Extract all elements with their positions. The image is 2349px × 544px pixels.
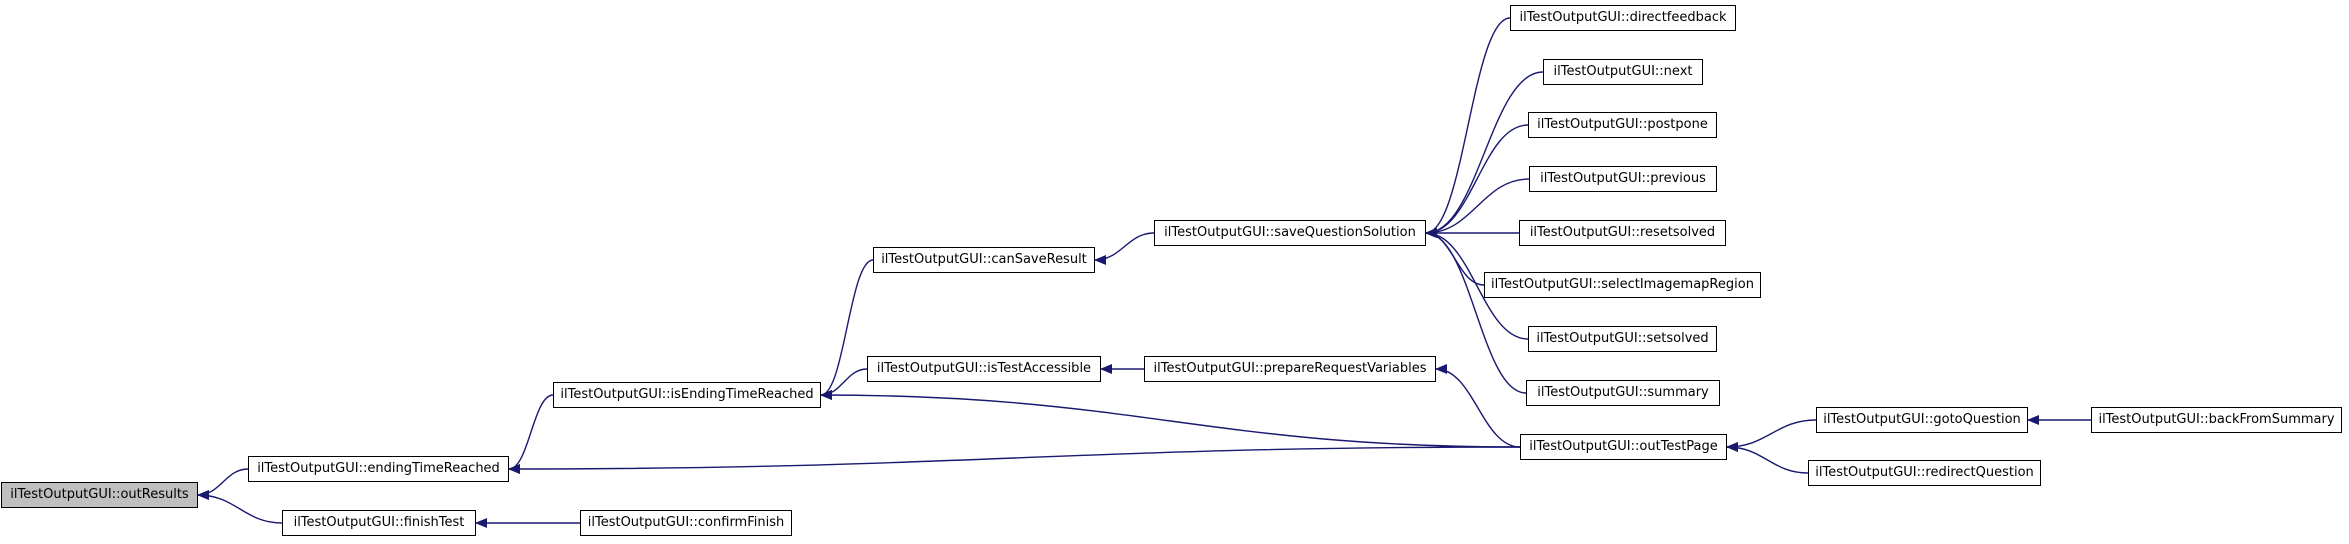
node-saveQuestionSolution[interactable]: ilTestOutputGUI::saveQuestionSolution <box>1154 220 1426 246</box>
edge-isEndingTimeReached-to-endingTimeReached <box>508 394 554 474</box>
node-redirectQuestion[interactable]: ilTestOutputGUI::redirectQuestion <box>1808 460 2041 486</box>
edge-outTestPage-to-prepareRequestVariables <box>1435 364 1521 448</box>
node-previous[interactable]: ilTestOutputGUI::previous <box>1529 166 1717 192</box>
edge-previous-to-saveQuestionSolution <box>1425 178 1530 238</box>
edge-gotoQuestion-to-outTestPage <box>1726 419 1817 452</box>
node-outTestPage[interactable]: ilTestOutputGUI::outTestPage <box>1520 434 1727 460</box>
edge-redirectQuestion-to-outTestPage <box>1726 442 1809 474</box>
edge-outTestPage-to-isEndingTimeReached <box>820 390 1521 448</box>
node-resetsolved[interactable]: ilTestOutputGUI::resetsolved <box>1519 220 1726 246</box>
node-endingTimeReached[interactable]: ilTestOutputGUI::endingTimeReached <box>248 456 509 482</box>
edge-next-to-saveQuestionSolution <box>1425 71 1544 238</box>
node-isEndingTimeReached[interactable]: ilTestOutputGUI::isEndingTimeReached <box>553 382 821 408</box>
node-isTestAccessible[interactable]: ilTestOutputGUI::isTestAccessible <box>867 356 1101 382</box>
edge-summary-to-saveQuestionSolution <box>1425 228 1527 394</box>
node-setsolved[interactable]: ilTestOutputGUI::setsolved <box>1528 326 1717 352</box>
edge-setsolved-to-saveQuestionSolution <box>1425 228 1529 340</box>
edge-saveQuestionSolution-to-canSaveResult <box>1094 232 1155 265</box>
edge-postpone-to-saveQuestionSolution <box>1425 124 1529 238</box>
node-gotoQuestion[interactable]: ilTestOutputGUI::gotoQuestion <box>1816 407 2028 433</box>
node-prepareRequestVariables[interactable]: ilTestOutputGUI::prepareRequestVariables <box>1144 356 1436 382</box>
edge-finishTest-to-outResults <box>197 490 283 524</box>
node-directfeedback[interactable]: ilTestOutputGUI::directfeedback <box>1510 5 1736 31</box>
edge-directfeedback-to-saveQuestionSolution <box>1425 17 1511 238</box>
node-confirmFinish[interactable]: ilTestOutputGUI::confirmFinish <box>580 510 792 536</box>
edge-endingTimeReached-to-outResults <box>197 468 249 500</box>
node-next[interactable]: ilTestOutputGUI::next <box>1543 59 1703 85</box>
node-backFromSummary[interactable]: ilTestOutputGUI::backFromSummary <box>2091 407 2342 433</box>
node-canSaveResult[interactable]: ilTestOutputGUI::canSaveResult <box>873 247 1095 273</box>
edge-canSaveResult-to-isEndingTimeReached <box>820 259 874 400</box>
node-selectImagemapRegion[interactable]: ilTestOutputGUI::selectImagemapRegion <box>1484 272 1761 298</box>
node-postpone[interactable]: ilTestOutputGUI::postpone <box>1528 112 1717 138</box>
edge-outTestPage-to-endingTimeReached <box>508 446 1521 474</box>
node-summary[interactable]: ilTestOutputGUI::summary <box>1526 380 1720 406</box>
node-outResults: ilTestOutputGUI::outResults <box>1 482 198 508</box>
node-finishTest[interactable]: ilTestOutputGUI::finishTest <box>282 510 476 536</box>
